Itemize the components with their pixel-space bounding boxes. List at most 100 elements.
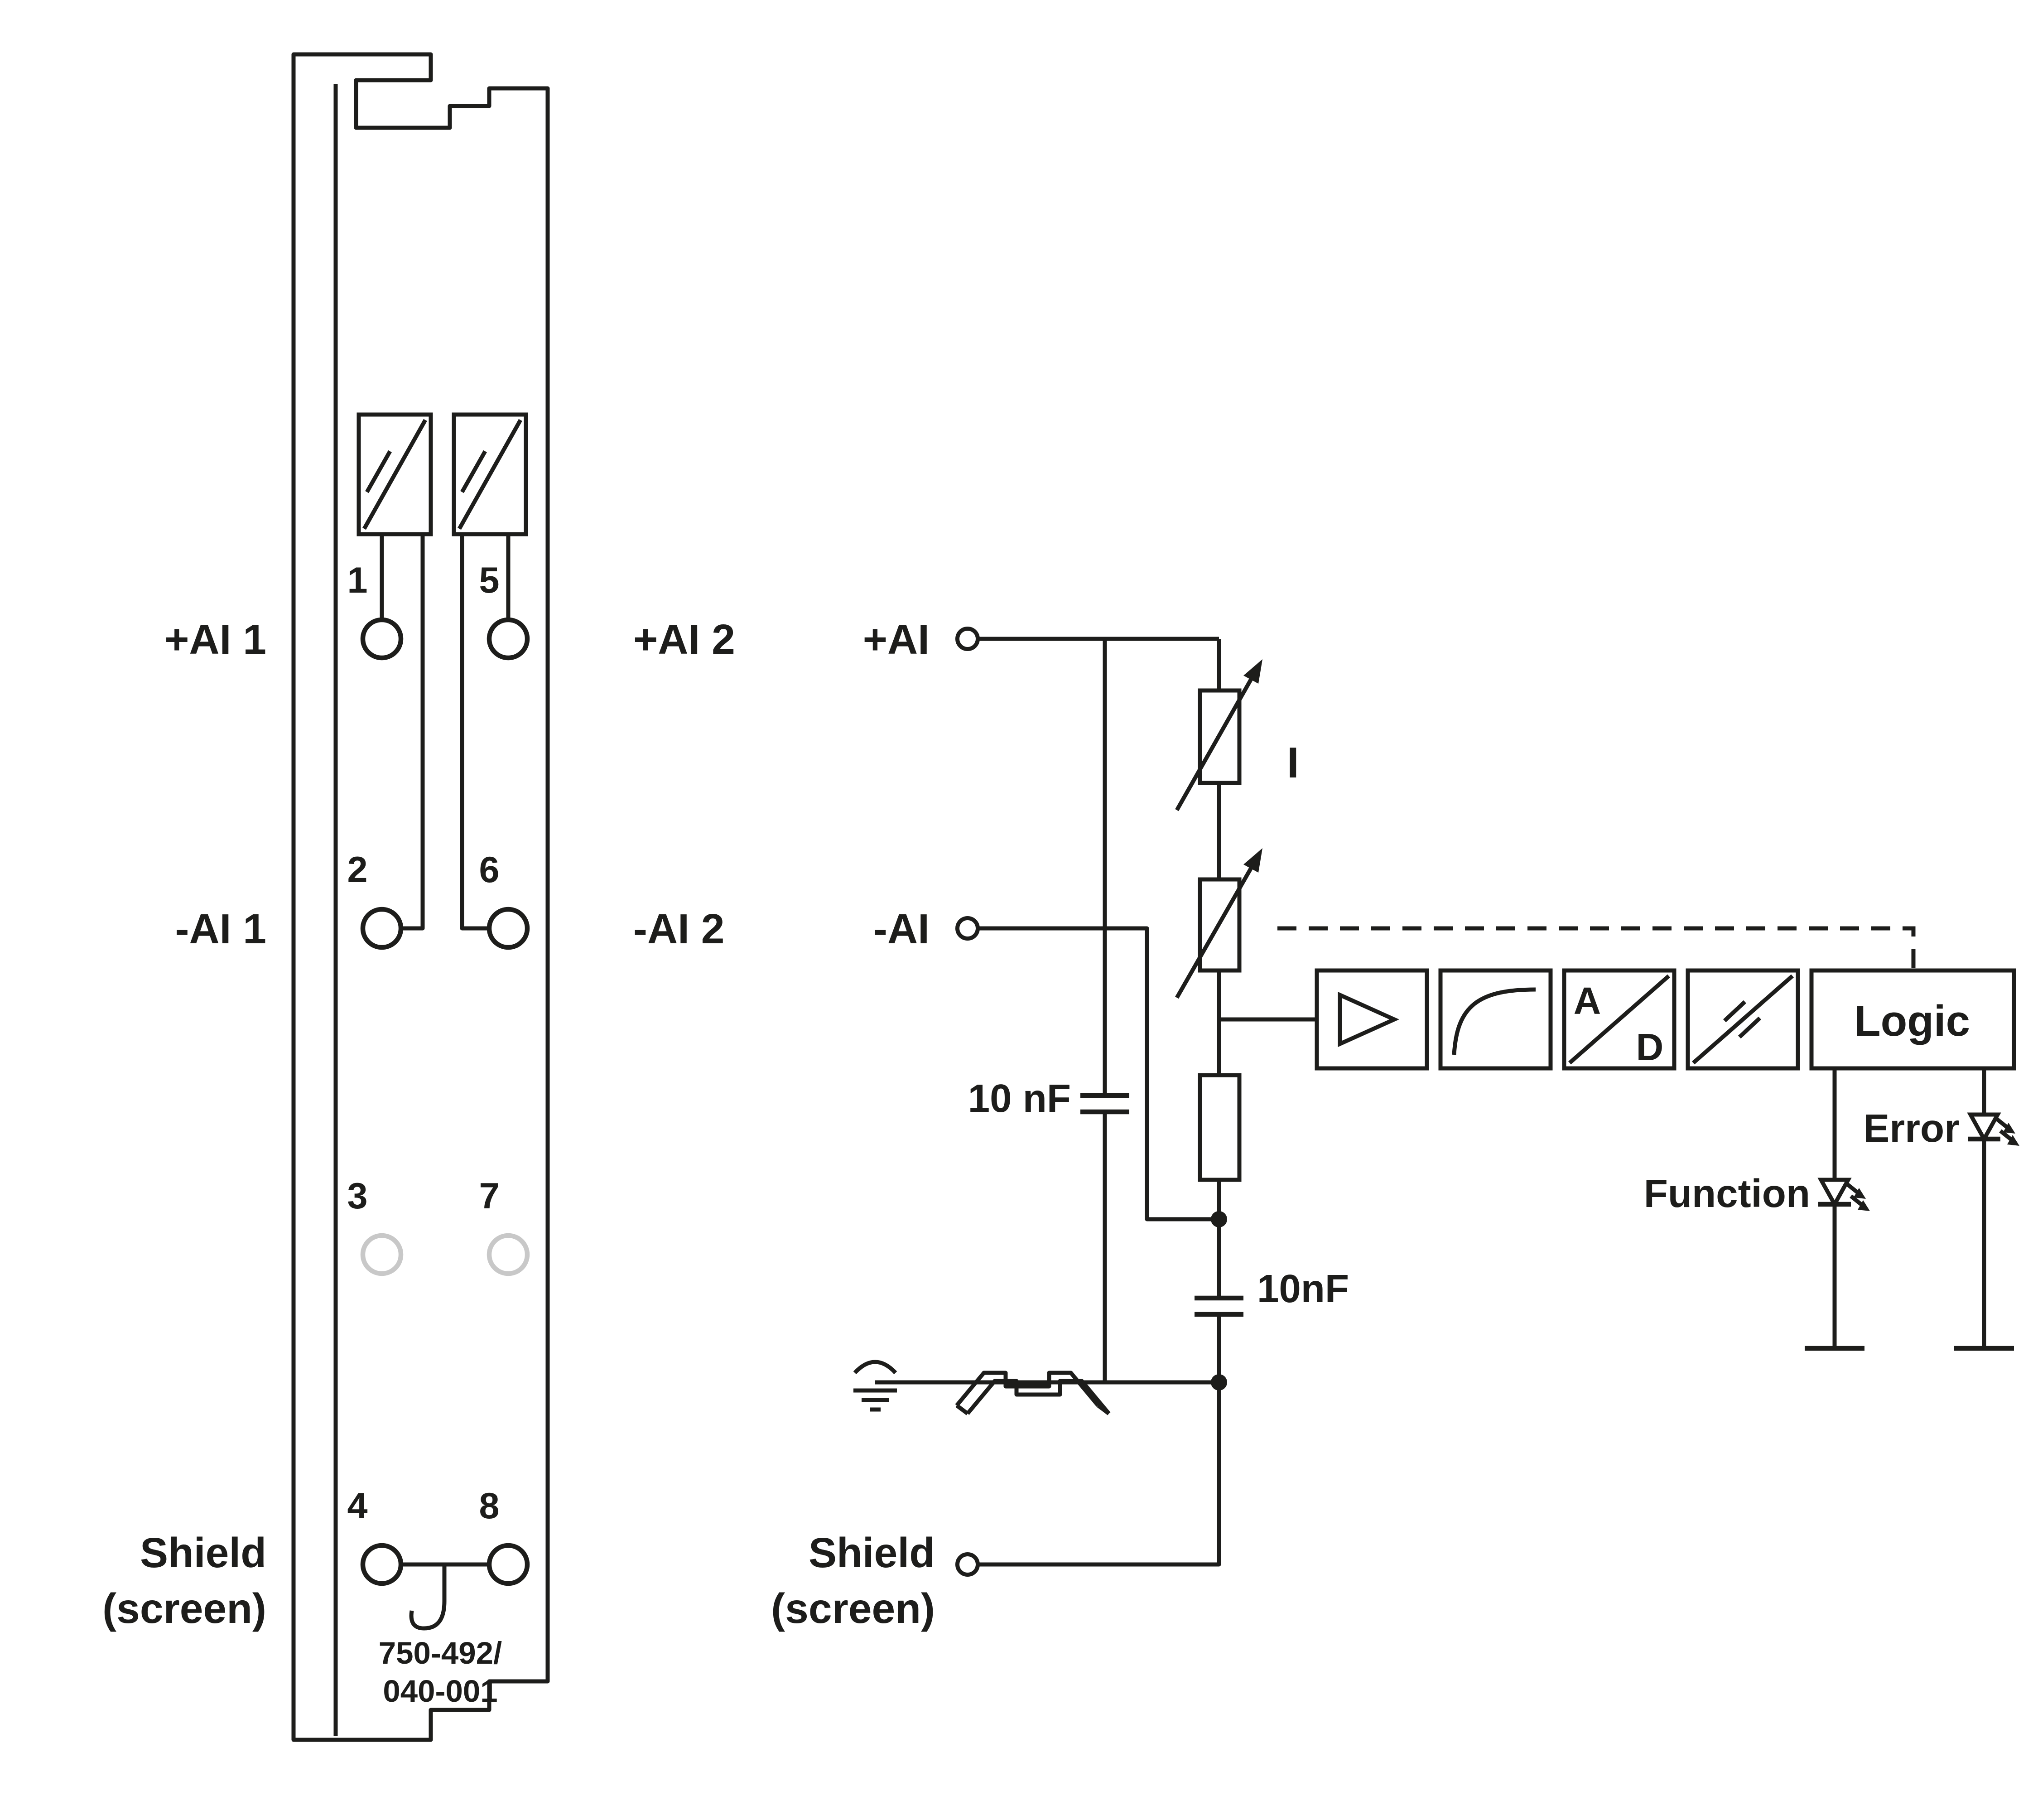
isolation-tick-1	[1738, 1016, 1762, 1039]
logic-control-dashed-line	[1277, 926, 1916, 970]
function-led-ray-1-head	[1854, 1188, 1866, 1199]
isolation-diagonal	[1692, 974, 1794, 1065]
isolation-tick-2	[1723, 1000, 1747, 1023]
din-rail-back	[966, 1379, 1111, 1415]
cap-main-label: 10 nF	[968, 1077, 1071, 1120]
amplifier-block	[1315, 968, 1429, 1071]
current-label: I	[1287, 739, 1299, 787]
module-internal-wiring	[380, 534, 511, 1631]
error-led-ray-2-head	[2007, 1135, 2019, 1146]
terminal-2-contact	[360, 907, 404, 950]
ai-minus-wire	[978, 926, 1219, 1221]
function-led-icon	[1817, 1178, 1852, 1209]
schematic-label-shield: Shield	[809, 1529, 935, 1576]
error-led-icon	[1967, 1112, 2001, 1144]
var-resistor-2-arrowhead	[1243, 848, 1262, 873]
variable-resistor-gain	[1175, 848, 1262, 999]
module-terminals	[360, 617, 530, 1586]
capacitor-small: 10nF	[1195, 1267, 1349, 1317]
cap-small-label: 10nF	[1257, 1267, 1349, 1311]
adc-diagonal	[1568, 974, 1670, 1065]
var-resistor-1-arrowhead	[1243, 659, 1262, 684]
earth-dome	[853, 1360, 897, 1375]
label-ai2-minus: -AI 2	[633, 905, 725, 952]
adc-d-label: D	[1636, 1026, 1664, 1068]
filter-block	[1438, 968, 1553, 1071]
terminal-5-contact	[487, 617, 530, 661]
terminal-6-number: 6	[479, 850, 499, 890]
label-screen: (screen)	[102, 1585, 266, 1632]
din-rail-edge-right	[1097, 1404, 1110, 1415]
part-number: 750-492/ 040-001	[379, 1636, 502, 1709]
terminal-3-number: 3	[347, 1176, 367, 1217]
logic-label: Logic	[1854, 997, 1970, 1045]
error-led-ray-1-head	[2003, 1123, 2015, 1134]
input-isolator-symbol-1	[356, 412, 433, 536]
module-outline	[291, 52, 550, 1742]
module-signal-labels: +AI 1 -AI 1 Shield (screen) +AI 2 -AI 2	[102, 616, 735, 1632]
error-led: Error	[1863, 1106, 2019, 1150]
schematic-wiring	[875, 637, 1317, 1567]
junction-dot-ai-minus	[1211, 1211, 1227, 1227]
terminal-numbers: 1 5 2 6 3 7 4 8	[347, 560, 499, 1526]
error-led-label: Error	[1863, 1106, 1960, 1150]
label-ai2-plus: +AI 2	[633, 616, 735, 663]
terminal-7-contact	[487, 1233, 530, 1276]
isolator-diagonal-1	[362, 419, 427, 530]
function-led: Function	[1644, 1172, 1870, 1216]
terminal-1-number: 1	[347, 560, 367, 601]
wire-sq1-to-t2	[401, 534, 425, 931]
ai-minus-terminal	[955, 916, 980, 941]
capacitor-main: 10 nF	[968, 1077, 1129, 1120]
din-rail-edge-left	[955, 1404, 969, 1415]
var-resistor-1-arrow	[1175, 667, 1259, 811]
function-led-label: Function	[1644, 1172, 1810, 1216]
terminal-8-contact	[487, 1543, 530, 1586]
isolator-diagonal-2	[458, 419, 522, 530]
schematic-label-ai-plus: +AI	[863, 616, 930, 663]
input-isolator-symbol-2	[452, 412, 528, 536]
filter-box	[1438, 968, 1553, 1071]
schematic-label-ai-minus: -AI	[873, 905, 930, 952]
var-resistor-2-arrow	[1175, 856, 1259, 999]
wire-sq2-to-t6	[460, 534, 489, 931]
channel-schematic: +AI -AI Shield (screen)	[771, 616, 2019, 1632]
label-shield: Shield	[140, 1529, 266, 1576]
shield-wire	[978, 1382, 1221, 1567]
terminal-5-number: 5	[479, 560, 499, 601]
din-rail-front	[955, 1371, 1100, 1407]
shield-rail-hook	[409, 1564, 447, 1631]
junction-dot-rail	[1211, 1374, 1227, 1390]
isolation-block	[1686, 968, 1800, 1071]
ai-plus-terminal	[955, 627, 980, 651]
led-circuits: Error Function	[1644, 1068, 2019, 1351]
terminal-3-contact	[360, 1233, 404, 1276]
label-ai1-minus: -AI 1	[175, 905, 266, 952]
fixed-resistor-body	[1198, 1073, 1242, 1182]
terminal-6-contact	[487, 907, 530, 950]
io-module: 1 5 2 6 3 7 4 8 +AI 1 -AI 1 Shield (scre…	[102, 52, 735, 1742]
terminal-2-number: 2	[347, 850, 367, 890]
amplifier-triangle-icon	[1338, 992, 1399, 1047]
terminal-8-number: 8	[479, 1486, 499, 1526]
adc-block: A D	[1562, 968, 1677, 1071]
terminal-4-number: 4	[347, 1486, 367, 1526]
variable-resistor-current: I	[1175, 659, 1299, 811]
isolator-tick-2	[460, 450, 487, 493]
part-number-line2: 040-001	[383, 1674, 497, 1709]
isolator-tick-1	[365, 450, 392, 493]
logic-box	[1809, 968, 2016, 1071]
terminal-7-number: 7	[479, 1176, 499, 1217]
part-number-line1: 750-492/	[379, 1636, 502, 1670]
earth-symbol	[853, 1360, 897, 1412]
terminal-4-contact	[360, 1543, 404, 1586]
terminal-1-contact	[360, 617, 404, 661]
function-led-ray-2-head	[1858, 1200, 1870, 1211]
logic-block: Logic	[1809, 968, 2016, 1071]
shield-terminal	[955, 1552, 980, 1577]
din-rail-symbol	[955, 1371, 1111, 1415]
filter-curve-icon	[1452, 987, 1536, 1055]
adc-a-label: A	[1574, 980, 1601, 1022]
